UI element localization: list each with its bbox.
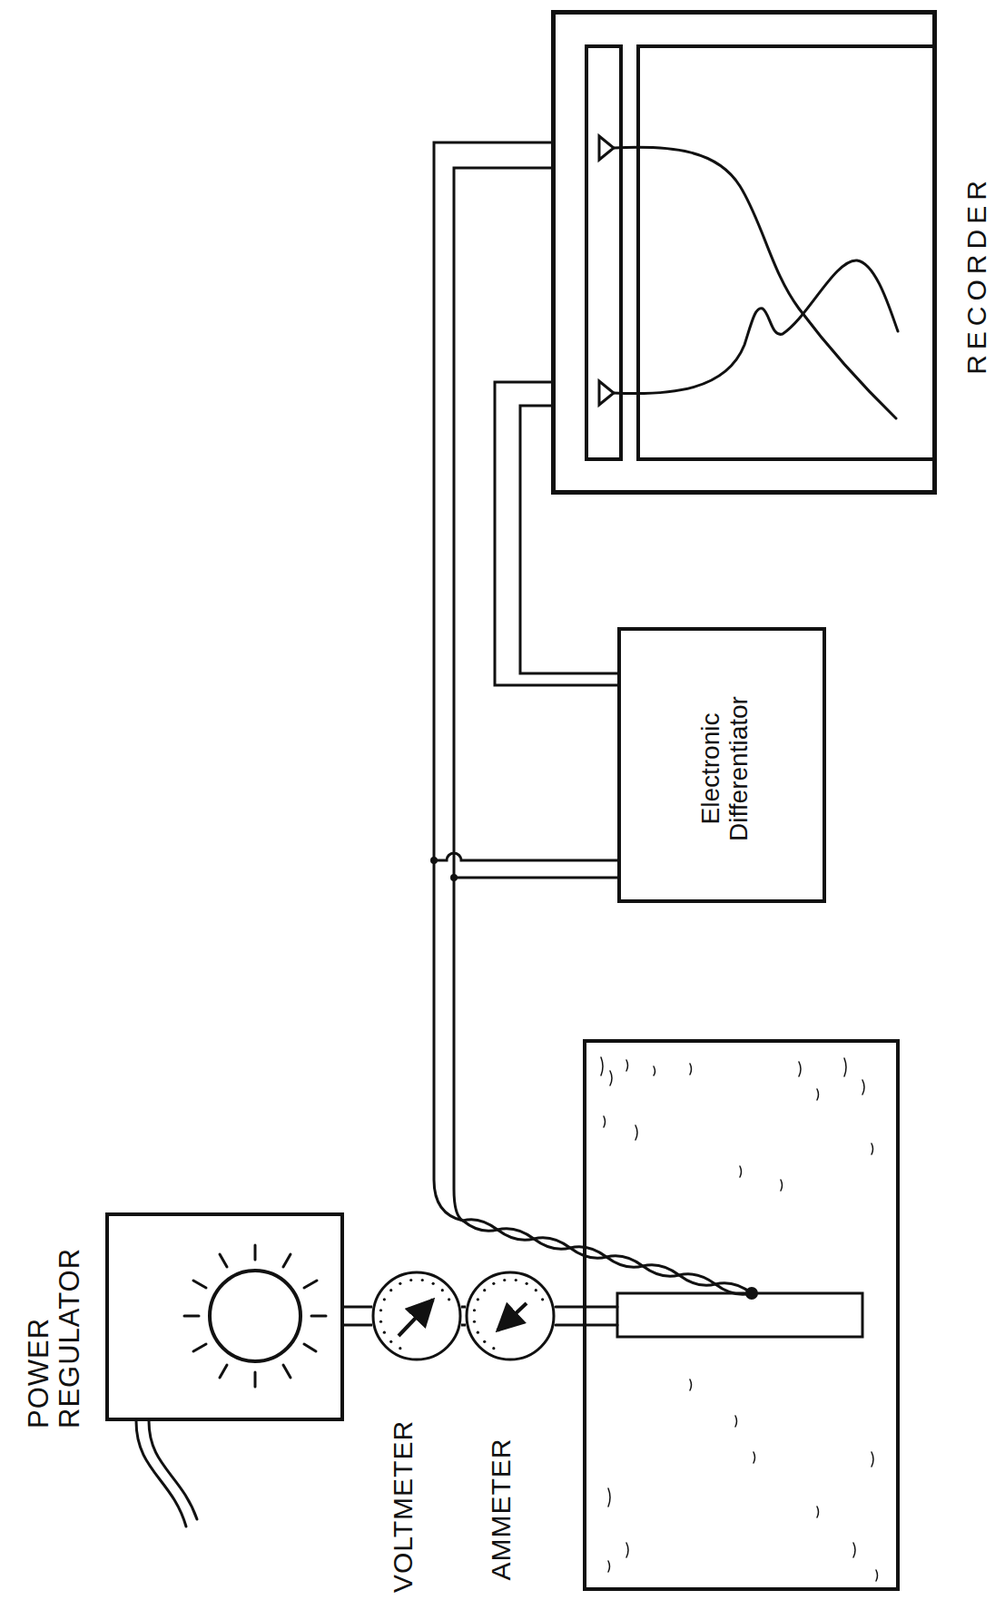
- scale-mark: [398, 1347, 402, 1350]
- scale-mark: [389, 1289, 393, 1292]
- thermocouple-junction: [745, 1287, 759, 1301]
- scale-mark: [476, 1298, 480, 1301]
- scale-mark: [441, 1289, 444, 1292]
- meter-case: [373, 1272, 461, 1360]
- wire-connector: [461, 1307, 466, 1326]
- scale-mark: [541, 1298, 544, 1301]
- recorder-pen: [599, 381, 614, 405]
- differentiator-input: [433, 853, 618, 861]
- scale-mark: [383, 1331, 386, 1335]
- scale-mark: [502, 1279, 506, 1282]
- differentiator-input: [453, 876, 618, 880]
- scale-mark: [472, 1320, 476, 1324]
- scale-mark: [525, 1282, 529, 1286]
- ammeter: AMMETER: [464, 1270, 556, 1362]
- scale-mark: [379, 1320, 383, 1324]
- regulator-knob: [209, 1270, 301, 1362]
- node-label: POWER REGULATOR: [23, 1211, 86, 1429]
- power-lead: [555, 1306, 618, 1310]
- temperature-trace: [613, 147, 897, 419]
- scale-mark: [379, 1309, 383, 1312]
- wire-connector: [344, 1307, 373, 1326]
- meter-dial: [371, 1270, 463, 1362]
- chart-frame: [638, 46, 936, 460]
- wire-junction: [430, 857, 438, 865]
- power-cord: [148, 1421, 198, 1520]
- recorder-box: RECORDER: [551, 9, 937, 495]
- scale-mark: [492, 1282, 495, 1286]
- scale-mark: [383, 1298, 386, 1301]
- sand-stipple: [600, 1057, 878, 1582]
- scale-mark: [482, 1289, 486, 1292]
- scale-mark: [472, 1309, 476, 1312]
- pen-carriage: [586, 46, 621, 460]
- wire-connector: [494, 382, 618, 686]
- meter-needle: [398, 1300, 434, 1337]
- node-label: VOLTMETER: [387, 1420, 418, 1594]
- wire-junction: [450, 874, 458, 882]
- scale-mark: [432, 1282, 435, 1286]
- meter-case: [466, 1272, 554, 1360]
- node-label: Electronic Differentiator: [697, 641, 754, 897]
- scale-mark: [482, 1340, 486, 1344]
- scale-mark: [492, 1347, 495, 1350]
- meter-needle: [497, 1303, 527, 1331]
- power-cord: [136, 1421, 187, 1527]
- recorder-pen: [599, 136, 614, 160]
- scale-mark: [447, 1298, 451, 1301]
- differentiator-box: Electronic Differentiator: [617, 627, 827, 904]
- voltmeter: VOLTMETER: [371, 1270, 463, 1362]
- scale-mark: [534, 1289, 538, 1292]
- scale-mark: [398, 1282, 402, 1286]
- sand-bath: [584, 1041, 898, 1590]
- power-regulator: POWER REGULATOR: [105, 1212, 345, 1422]
- knob-scale: [184, 1245, 326, 1388]
- scale-mark: [421, 1279, 424, 1282]
- scale-mark: [409, 1279, 413, 1282]
- node-label: RECORDER: [961, 175, 992, 375]
- derivative-trace: [613, 260, 898, 395]
- node-label: AMMETER: [485, 1438, 516, 1582]
- meter-dial: [464, 1270, 556, 1362]
- scale-mark: [514, 1279, 518, 1282]
- scale-mark: [476, 1331, 480, 1335]
- heater-rod: [617, 1293, 863, 1338]
- power-lead: [555, 1324, 618, 1328]
- scale-mark: [389, 1340, 393, 1344]
